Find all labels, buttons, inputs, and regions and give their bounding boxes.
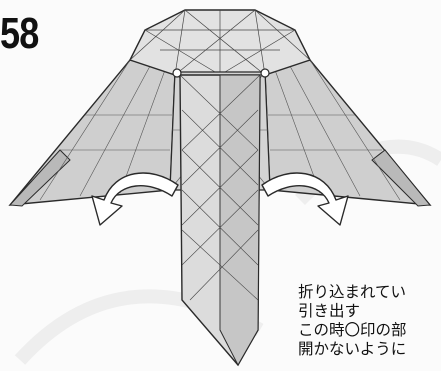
instruction-text: 折り込まれてい 引き出す この時〇印の部 開かないように: [298, 283, 441, 359]
instruction-line-3: この時〇印の部: [298, 321, 441, 340]
step-number: 58: [0, 12, 39, 56]
dome-cap: [130, 10, 310, 75]
center-strip: [180, 75, 260, 365]
instruction-line-4: 開かないように: [298, 340, 441, 359]
instruction-line-2: 引き出す: [298, 302, 441, 321]
instruction-line-1: 折り込まれてい: [298, 283, 441, 302]
